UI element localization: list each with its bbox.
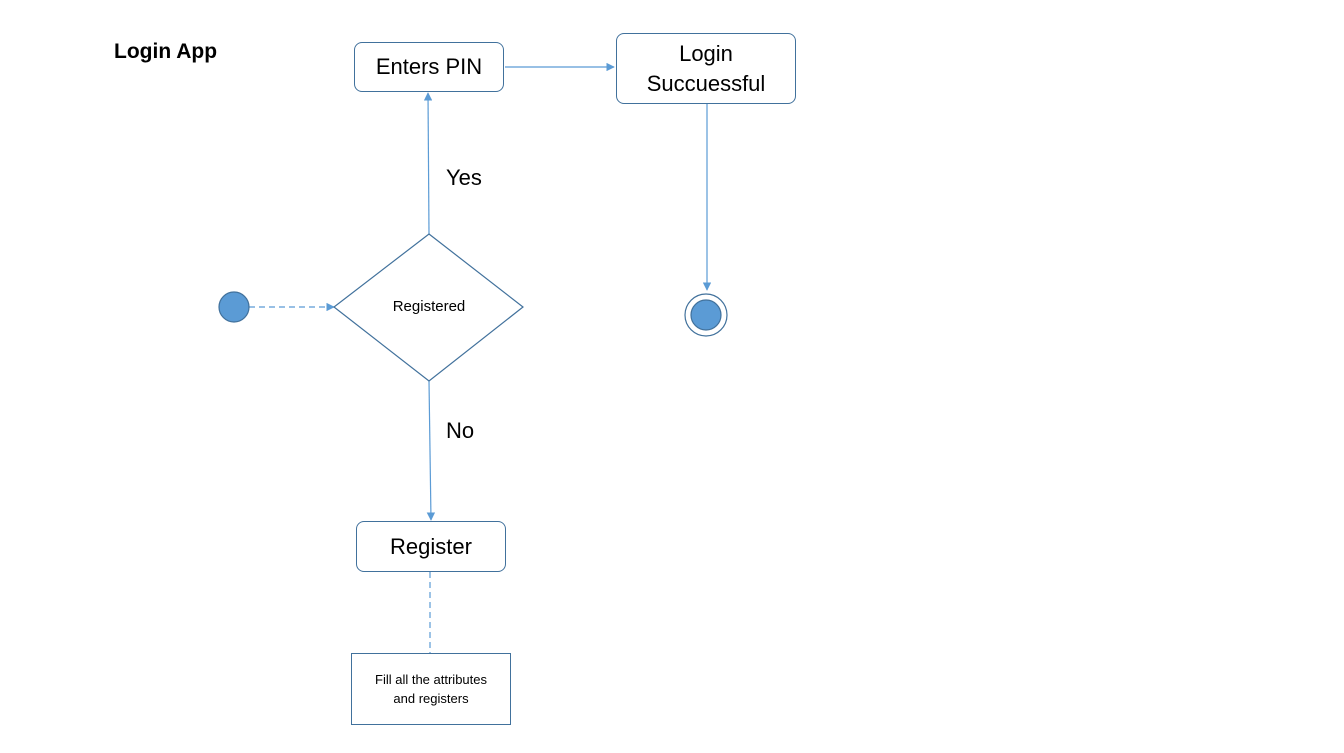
node-register: Register [356,521,506,572]
edge-yes-to-enters-pin [423,92,433,235]
node-enters-pin-label: Enters PIN [375,54,483,79]
decision-diamond [333,233,524,382]
edge-label-yes: Yes [446,165,482,190]
node-login-successful: Login Succuessful [616,33,796,104]
edge-label-no: No [446,418,475,443]
node-login-successful-label: Login Succuessful [646,40,766,96]
note-fill-attributes-label: Fill all the attributes and registers [375,672,487,706]
start-state [218,291,250,323]
node-enters-pin: Enters PIN [354,42,504,92]
decision-label: Registered [392,298,466,315]
node-register-label: Register [390,533,472,559]
edge-no-to-register [426,380,436,521]
diagram-title: Login App [114,40,218,63]
note-fill-attributes: Fill all the attributes and registers [351,653,511,725]
end-state-inner [690,299,722,331]
